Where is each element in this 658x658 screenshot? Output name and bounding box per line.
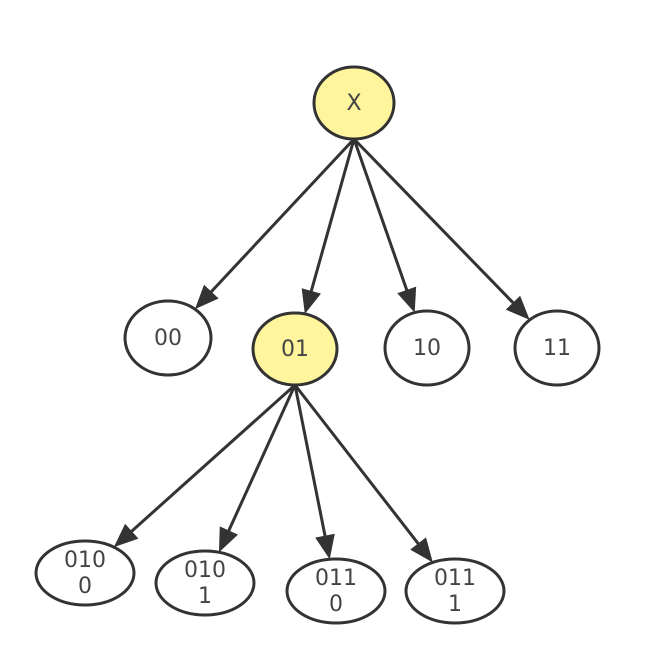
edge-line (129, 383, 297, 534)
arrowhead (410, 537, 433, 563)
node-label: 10 (413, 336, 441, 361)
edge-n01-n0110 (293, 384, 335, 560)
arrowhead (113, 523, 139, 548)
edges-layer (113, 137, 530, 563)
arrowhead (218, 526, 238, 553)
edge-x-n01 (301, 138, 356, 315)
node-label: 11 (543, 336, 571, 361)
node-label: 010 (184, 558, 226, 583)
arrowhead (194, 284, 219, 310)
edge-line (352, 137, 516, 306)
node-shape (251, 311, 339, 387)
arrowhead (505, 295, 530, 320)
node-label: 00 (154, 326, 182, 351)
node-x: X (312, 65, 396, 141)
edge-x-n11 (352, 137, 530, 320)
edge-x-n00 (194, 137, 356, 310)
node-n10: 10 (383, 309, 471, 387)
edge-line (293, 384, 327, 538)
edge-n01-n0101 (218, 384, 297, 553)
node-label: 01 (281, 337, 309, 362)
edge-n01-n0111 (293, 384, 433, 563)
edge-line (293, 384, 421, 547)
node-label: 1 (448, 592, 462, 617)
node-shape (123, 299, 213, 377)
edge-n01-n0100 (113, 383, 297, 548)
edge-line (226, 384, 297, 533)
node-label: 0 (78, 574, 92, 599)
node-shape (513, 309, 601, 387)
node-n00: 00 (123, 299, 213, 377)
edge-line (208, 137, 356, 295)
node-shape (404, 557, 506, 625)
arrowhead (397, 286, 417, 313)
arrowhead (301, 288, 321, 315)
node-label: 011 (315, 566, 357, 591)
node-label: 010 (64, 548, 106, 573)
node-label: 1 (198, 584, 212, 609)
arrowhead (315, 533, 335, 560)
edge-line (309, 138, 356, 294)
edge-x-n10 (352, 138, 417, 313)
node-shape (383, 309, 471, 387)
node-n01: 01 (251, 311, 339, 387)
node-shape (312, 65, 396, 141)
edge-line (352, 138, 409, 293)
node-label: 0 (329, 592, 343, 617)
node-label: X (346, 91, 361, 116)
node-shape (154, 549, 256, 617)
node-shape (285, 557, 387, 625)
node-n11: 11 (513, 309, 601, 387)
node-label: 011 (434, 566, 476, 591)
node-shape (34, 539, 136, 607)
